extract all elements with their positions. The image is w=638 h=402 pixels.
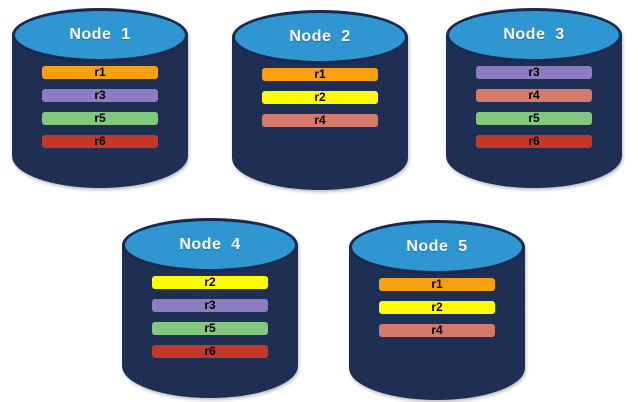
node-5-cylinder-top: Node 5 [349, 220, 525, 274]
node-4-replicas: r2 r3 r5 r6 [152, 276, 268, 368]
replica-bar-r3: r3 [476, 66, 592, 79]
node-1-cylinder-top: Node 1 [12, 8, 188, 62]
node-2-title: Node 2 [289, 28, 351, 45]
replica-bar-r2: r2 [152, 276, 268, 289]
replica-bar-r5: r5 [476, 112, 592, 125]
replica-bar-r1: r1 [262, 68, 378, 81]
node-1: Node 1 r1 r3 r5 r6 [12, 8, 188, 188]
node-2-cylinder-top: Node 2 [232, 10, 408, 64]
node-1-replicas: r1 r3 r5 r6 [42, 66, 158, 158]
node-4: Node 4 r2 r3 r5 r6 [122, 218, 298, 398]
replica-bar-r2: r2 [262, 91, 378, 104]
node-2: Node 2 r1 r2 r4 [232, 10, 408, 190]
replica-bar-r4: r4 [476, 89, 592, 102]
node-3-title: Node 3 [503, 26, 565, 43]
node-3-cylinder-top: Node 3 [446, 8, 622, 62]
node-5: Node 5 r1 r2 r4 [349, 220, 525, 400]
replica-bar-r6: r6 [152, 345, 268, 358]
replica-bar-r3: r3 [152, 299, 268, 312]
node-3-replicas: r3 r4 r5 r6 [476, 66, 592, 158]
node-3: Node 3 r3 r4 r5 r6 [446, 8, 622, 188]
node-2-replicas: r1 r2 r4 [262, 68, 378, 137]
replica-bar-r6: r6 [476, 135, 592, 148]
replica-bar-r6: r6 [42, 135, 158, 148]
replica-bar-r4: r4 [262, 114, 378, 127]
node-4-title: Node 4 [179, 236, 241, 253]
replica-bar-r5: r5 [152, 322, 268, 335]
node-1-title: Node 1 [69, 26, 131, 43]
replica-bar-r3: r3 [42, 89, 158, 102]
replica-bar-r5: r5 [42, 112, 158, 125]
node-5-replicas: r1 r2 r4 [379, 278, 495, 347]
replica-bar-r1: r1 [42, 66, 158, 79]
replica-bar-r2: r2 [379, 301, 495, 314]
replica-bar-r1: r1 [379, 278, 495, 291]
node-5-title: Node 5 [406, 238, 468, 255]
node-4-cylinder-top: Node 4 [122, 218, 298, 272]
replica-bar-r4: r4 [379, 324, 495, 337]
